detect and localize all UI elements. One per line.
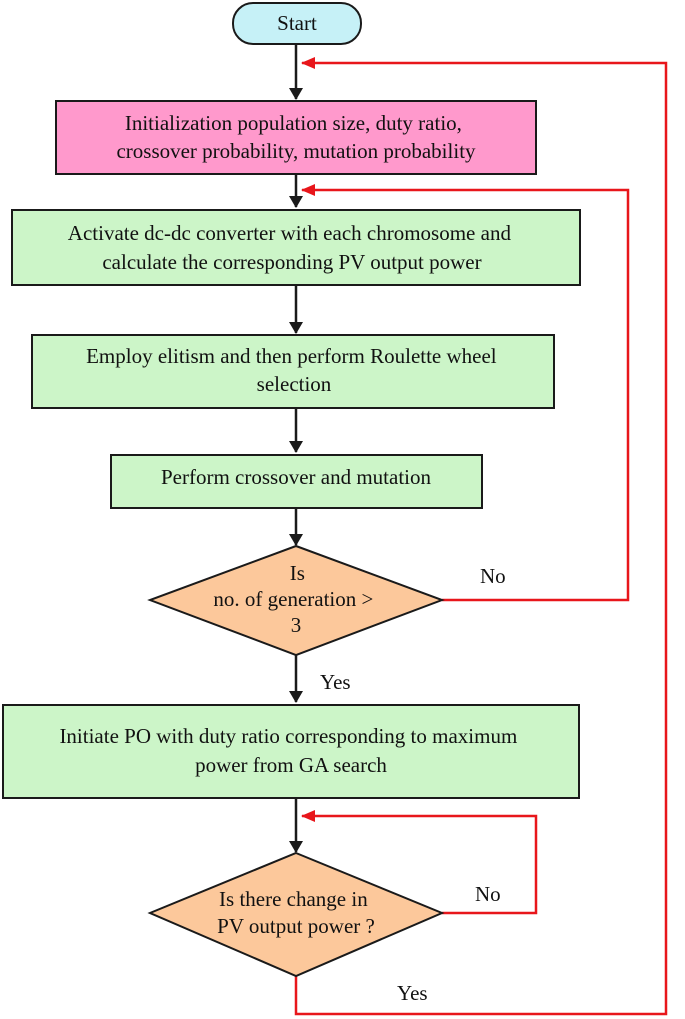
power-decision-shape: [147, 851, 445, 978]
loop-power-no: [301, 810, 538, 915]
power-no-label: No: [475, 882, 501, 906]
activate-label: Activate dc-dc converter with each chrom…: [68, 221, 516, 274]
initiate-po-shape: [2, 704, 580, 799]
initiate-po-box: Initiate PO with duty ratio correspondin…: [2, 704, 580, 799]
power-decision: Is there change in PV output power ?: [147, 851, 445, 978]
crossover-label: Perform crossover and mutation: [161, 465, 432, 489]
loop-gen-no: [301, 184, 630, 602]
crossover-shape: [110, 454, 483, 509]
elitism-shape: [31, 334, 555, 409]
crossover-box: Perform crossover and mutation: [110, 454, 483, 509]
loop-power-yes: [294, 57, 668, 1016]
generation-decision: Is no. of generation > 3: [147, 544, 445, 657]
feedback-loops: [294, 57, 668, 1016]
gen-yes-label: Yes: [320, 670, 351, 694]
activate-shape: [11, 209, 581, 286]
init-box: Initialization population size, duty rat…: [55, 100, 537, 175]
power-yes-label: Yes: [397, 981, 428, 1005]
power-decision-label: Is there change in PV output power ?: [217, 887, 375, 938]
start-shape: [232, 2, 362, 45]
init-label: Initialization population size, duty rat…: [116, 111, 476, 163]
elitism-box: Employ elitism and then perform Roulette…: [31, 334, 555, 409]
elitism-label: Employ elitism and then perform Roulette…: [86, 344, 502, 396]
initiate-po-label: Initiate PO with duty ratio correspondin…: [59, 724, 522, 777]
generation-decision-label: Is no. of generation > 3: [213, 561, 378, 637]
init-shape: [55, 100, 537, 175]
activate-box: Activate dc-dc converter with each chrom…: [11, 209, 581, 286]
start-label: Start: [277, 11, 317, 35]
start-terminal: Start: [232, 2, 362, 45]
generation-decision-shape: [147, 544, 445, 657]
gen-no-label: No: [480, 564, 506, 588]
